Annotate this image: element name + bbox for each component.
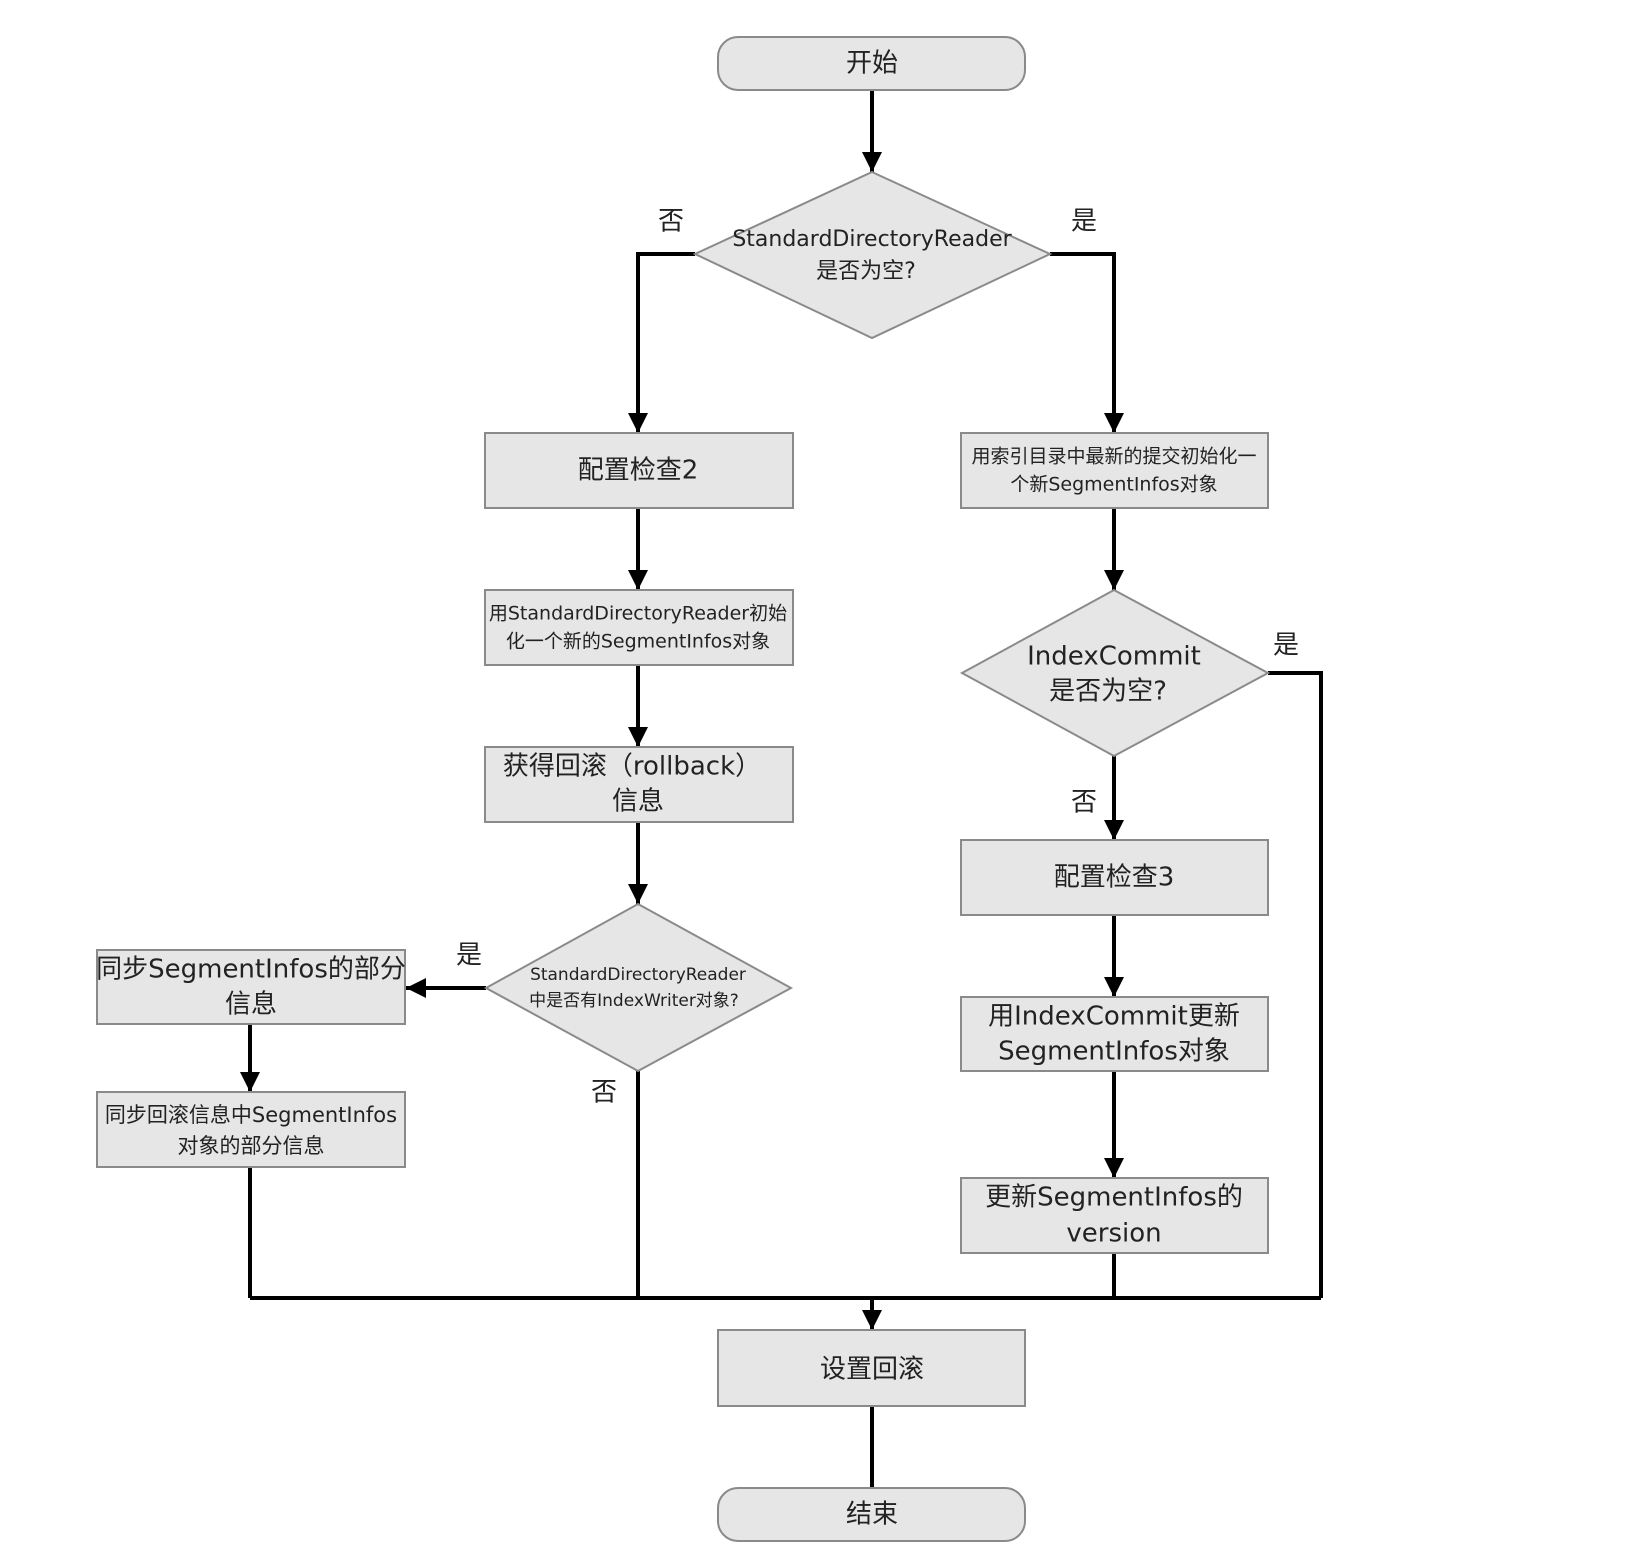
edge-decision2-yes [1268, 671, 1323, 1298]
label-decision3-yes: 是 [456, 941, 482, 971]
label-decision1-no: 否 [658, 207, 684, 237]
start-node: 开始 [717, 36, 1026, 91]
init-from-latest-commit-line2: 个新SegmentInfos对象 [1010, 474, 1217, 496]
edge-labels: 否 是 是 否 是 否 [456, 207, 1299, 1108]
sync-segmentinfos-line2: 信息 [225, 990, 277, 1020]
decision-indexcommit-empty: IndexCommit 是否为空? [959, 588, 1271, 758]
decision-reader-empty-line1: StandardDirectoryReader [732, 227, 1012, 252]
decision-has-indexwriter: StandardDirectoryReader 中是否有IndexWriter对… [483, 902, 794, 1073]
decision-has-indexwriter-line1: StandardDirectoryReader [530, 965, 746, 985]
update-version-line2: version [1066, 1219, 1161, 1249]
decision-indexcommit-empty-line1: IndexCommit [1027, 642, 1201, 672]
set-rollback: 设置回滚 [717, 1329, 1026, 1407]
update-from-indexcommit: 用IndexCommit更新 SegmentInfos对象 [960, 996, 1269, 1072]
label-decision2-no: 否 [1071, 788, 1097, 818]
label-decision1-yes: 是 [1071, 207, 1097, 237]
edge-decision1-yes [1050, 252, 1124, 433]
init-from-reader: 用StandardDirectoryReader初始 化一个新的SegmentI… [484, 589, 794, 666]
config-check-2-label: 配置检查2 [578, 456, 699, 486]
end-label: 结束 [846, 1500, 898, 1530]
init-from-reader-line2: 化一个新的SegmentInfos对象 [506, 631, 770, 653]
update-from-indexcommit-line1: 用IndexCommit更新 [988, 1002, 1240, 1032]
update-version: 更新SegmentInfos的 version [960, 1177, 1269, 1254]
decision-has-indexwriter-line2: 中是否有IndexWriter对象? [529, 991, 739, 1011]
label-decision2-yes: 是 [1273, 631, 1299, 661]
config-check-2: 配置检查2 [484, 432, 794, 509]
end-node: 结束 [717, 1487, 1026, 1542]
config-check-3-label: 配置检查3 [1054, 863, 1175, 893]
set-rollback-label: 设置回滚 [820, 1355, 924, 1385]
init-from-latest-commit-line1: 用索引目录中最新的提交初始化一 [971, 446, 1256, 468]
sync-segmentinfos-line1: 同步SegmentInfos的部分 [96, 955, 406, 985]
decision-indexcommit-empty-line2: 是否为空? [1049, 677, 1167, 707]
decision-reader-empty: StandardDirectoryReader 是否为空? [692, 170, 1053, 340]
update-version-line1: 更新SegmentInfos的 [985, 1183, 1243, 1213]
get-rollback: 获得回滚（rollback） 信息 [484, 746, 794, 823]
update-from-indexcommit-line2: SegmentInfos对象 [998, 1037, 1230, 1067]
config-check-3: 配置检查3 [960, 839, 1269, 916]
decision-reader-empty-line2: 是否为空? [816, 259, 916, 284]
sync-rollback-line2: 对象的部分信息 [178, 1134, 325, 1158]
label-decision3-no: 否 [591, 1078, 617, 1108]
init-from-latest-commit: 用索引目录中最新的提交初始化一 个新SegmentInfos对象 [960, 432, 1269, 509]
start-label: 开始 [846, 49, 898, 79]
sync-segmentinfos: 同步SegmentInfos的部分 信息 [96, 949, 406, 1025]
connectors [240, 90, 1323, 1488]
init-from-reader-line1: 用StandardDirectoryReader初始 [489, 603, 787, 625]
sync-rollback: 同步回滚信息中SegmentInfos 对象的部分信息 [96, 1091, 406, 1168]
get-rollback-line1: 获得回滚（rollback） [503, 752, 761, 782]
sync-rollback-line1: 同步回滚信息中SegmentInfos [105, 1103, 397, 1127]
get-rollback-line2: 信息 [612, 787, 664, 817]
edge-decision1-no [628, 252, 695, 433]
